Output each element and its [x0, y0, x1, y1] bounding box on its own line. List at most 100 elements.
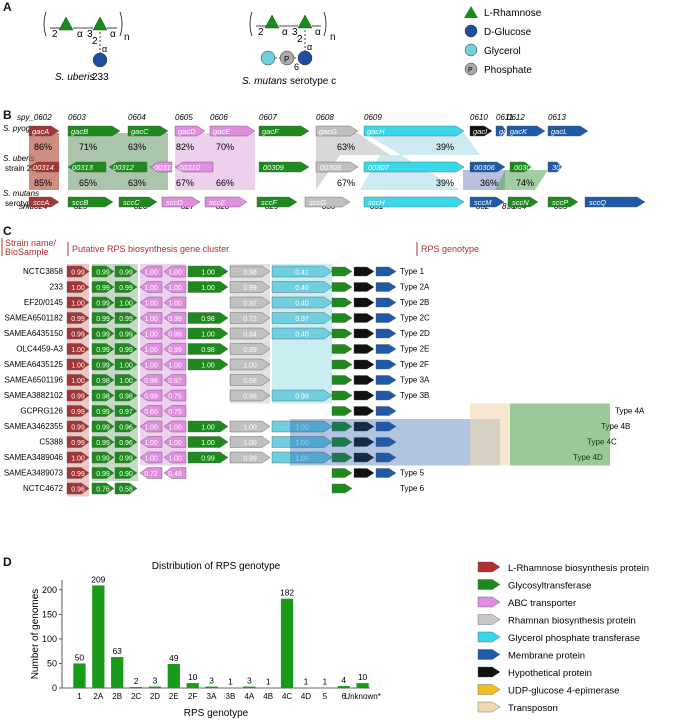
- locus-top-10: 0612: [507, 113, 525, 122]
- bar-label-2D: 3: [153, 676, 158, 686]
- x-tick-label-3B: 3B: [226, 692, 236, 701]
- identity-0-4: 1.00: [168, 270, 182, 277]
- gene-row3-label-8: sccM: [474, 198, 492, 207]
- gene-c-12-7: [271, 451, 333, 464]
- gene-c-12-3: [139, 451, 163, 464]
- tail-gene-1-2: [375, 282, 397, 292]
- gene-c-7-2: [114, 374, 138, 386]
- gene-row1-9: [495, 125, 507, 137]
- gene-c-5-4: [163, 343, 187, 355]
- strain-name-10: SAMEA3462355: [4, 422, 64, 431]
- gene-c-13-3: [139, 467, 163, 479]
- identity-10-2: 0.96: [119, 425, 133, 432]
- gene-row3-label-11: sccQ: [589, 198, 606, 207]
- identity-0-1: 0.99: [96, 270, 110, 277]
- tail-gene-6-1: [353, 359, 375, 370]
- gene-row3-1: [67, 196, 114, 208]
- identity-2-4: 1.00: [168, 301, 182, 308]
- gene-row1-label-4: gacE: [213, 127, 231, 136]
- legend-rhamnose-icon: [464, 6, 478, 18]
- gene-c-7-6: [229, 374, 271, 386]
- identity-4-2: 0.99: [119, 332, 133, 339]
- identity-10-6: 1.00: [243, 425, 257, 432]
- header-biosample: BioSample: [5, 247, 49, 257]
- gene-c-11-6: [229, 436, 271, 448]
- y-axis-label: Number of genomes: [30, 589, 41, 680]
- gene-row2-label-0: 00314: [33, 163, 54, 172]
- identity-8-7: 0.99: [295, 394, 309, 401]
- gene-c-3-2: [114, 312, 138, 324]
- bar-1: [73, 663, 86, 688]
- identity-9-0: 0.99: [71, 409, 85, 416]
- identity-3-0: 0.99: [71, 316, 85, 323]
- rhamnose-1a-icon: [58, 16, 74, 31]
- gene-c-6-0: [66, 358, 90, 371]
- bar-label-Unknown*: 10: [358, 672, 368, 682]
- pct-row2-4: 66%: [216, 178, 234, 188]
- x-tick-label-2C: 2C: [131, 692, 141, 701]
- gene-row3-0: [28, 196, 60, 208]
- tail-gene-13-2: [375, 468, 397, 478]
- tail-gene-4-1: [353, 328, 375, 339]
- identity-11-7: 1.00: [295, 440, 309, 447]
- bar-label-3B: 1: [228, 677, 233, 687]
- identity-9-3: 0.60: [144, 409, 158, 416]
- gene-row3-7: [363, 196, 465, 208]
- bracket-left-2: [249, 11, 253, 37]
- locus-top-1: 0603: [68, 113, 86, 122]
- tail-gene-9-0: [331, 406, 353, 416]
- gene-row3-label-9: sccN: [512, 198, 529, 207]
- gene-c-4-5: [187, 327, 229, 340]
- gene-row1-label-11: gacL: [551, 127, 567, 136]
- gene-c-2-4: [163, 296, 187, 309]
- pct-row1-6: 39%: [436, 142, 454, 152]
- gene-row1-label-0: gacA: [32, 127, 49, 136]
- gene-c-6-6: [229, 358, 271, 371]
- strain-name-0: NCTC3858: [23, 267, 64, 276]
- gene-c-4-1: [91, 327, 115, 340]
- tail-gene-8-2: [375, 390, 397, 401]
- header-strain: Strain name/: [5, 238, 57, 248]
- identity-9-4: 0.75: [168, 409, 182, 416]
- gene-row3-4: [204, 196, 248, 208]
- bar-2C: [129, 687, 143, 688]
- link-3b-label: 3: [292, 27, 298, 38]
- species-2: S. mutans: [3, 189, 39, 198]
- identity-6-0: 1.00: [71, 363, 85, 370]
- glycerol-icon: [260, 50, 276, 66]
- gene-row1-label-7: gacH: [367, 127, 385, 136]
- x-tick-label-2D: 2D: [150, 692, 160, 701]
- tail-gene-3-2: [375, 313, 397, 323]
- gene-row3-label-7: sccH: [368, 198, 385, 207]
- y-tick-label-150: 150: [42, 609, 57, 619]
- gene-row2-6: [315, 161, 359, 173]
- legend-arrow-6: [477, 666, 501, 678]
- tail-gene-2-1: [353, 297, 375, 308]
- gene-c-0-6: [229, 265, 271, 278]
- gene-c-2-3: [139, 296, 163, 309]
- identity-3-2: 0.99: [119, 316, 133, 323]
- gene-c-10-7: [271, 420, 333, 433]
- genotype-3: Type 2C: [400, 314, 430, 323]
- tail-gene-6-2: [375, 359, 397, 370]
- identity-1-0: 1.00: [71, 285, 85, 292]
- panel-d-letter: D: [3, 555, 12, 569]
- gene-row1-4: [209, 125, 256, 137]
- species-1: S. uberis: [3, 154, 35, 163]
- gene-row1-label-1: gacB: [71, 127, 88, 136]
- pct-row1-4: 70%: [216, 142, 234, 152]
- identity-2-3: 1.00: [144, 301, 158, 308]
- x-tick-label-2B: 2B: [112, 692, 122, 701]
- species-sub-2: serotype c: [5, 199, 42, 208]
- gene-c-2-1: [91, 296, 115, 309]
- bar-4C: [280, 598, 294, 688]
- legend-arrow-1: [477, 579, 501, 590]
- genotype-12: Type 4D: [573, 453, 603, 462]
- gene-row2-label-4: 00310: [179, 163, 201, 172]
- pct-row1-5: 63%: [337, 142, 355, 152]
- alpha-3-label: α: [102, 44, 107, 54]
- pct-row2-7: 36%: [480, 178, 498, 188]
- bar-4A: [243, 686, 256, 688]
- gene-c-0-7: [271, 265, 333, 278]
